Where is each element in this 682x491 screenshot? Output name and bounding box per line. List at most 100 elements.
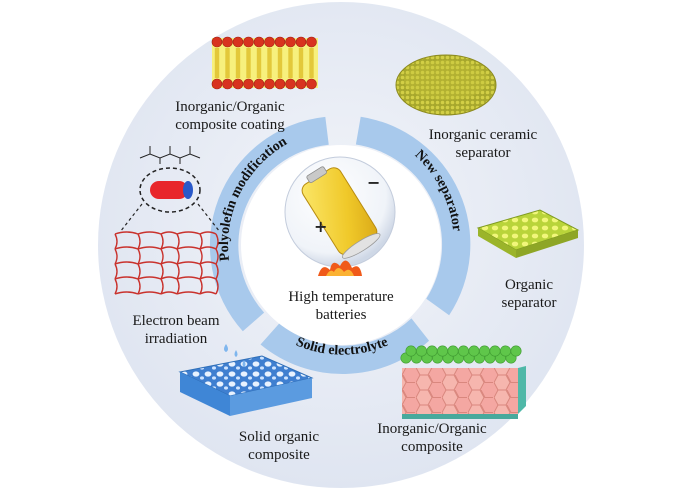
network-link [176,231,201,235]
membrane-head [285,78,296,90]
network-link [114,263,118,280]
membrane-head [264,78,275,90]
network-link [137,263,141,280]
membrane-head [274,78,286,90]
composite-particle [447,345,459,357]
network-link [114,278,118,295]
composite-particle [510,345,522,357]
network-link [160,248,164,265]
network-link [176,263,180,280]
network-link [199,278,203,295]
network-link [114,246,139,250]
label-inorganic-organic-composite: Inorganic/Organic composite [362,420,502,456]
label-electron-beam-line2: irradiation [144,331,208,347]
membrane-head [306,78,317,90]
membrane-head [211,36,223,48]
network-link [176,248,180,265]
center-title: High temperature batteries [270,288,412,324]
flame-icon [318,260,362,276]
network-link [176,233,180,250]
network-link [137,261,162,265]
battery-illustration: − + [284,156,396,276]
center-title-line1: High temperature [288,289,394,305]
network-link [160,231,178,235]
composite-particle [478,345,490,357]
network-link [160,278,164,295]
membrane-head [264,36,275,48]
network-link [137,233,141,250]
network-link [114,261,139,265]
membrane-head [243,36,254,48]
membrane-tail [256,48,262,78]
ring-segment-new-separator [355,116,471,316]
network-link [199,233,203,250]
membrane-tail [277,48,283,78]
membrane-head [243,78,254,90]
network-link [114,233,118,250]
network-link [160,291,178,295]
network-link [137,231,162,235]
label-solid-organic-composite-line2: composite [248,447,310,463]
ring-segment-polyolefin [209,116,329,332]
network-link [199,291,217,295]
network-link [215,263,219,280]
network-link [114,248,118,265]
network-link [176,261,201,265]
ring-segment-solid-electrolyte [260,318,430,375]
coating-membrane-illustration [211,36,318,90]
network-link [114,276,139,280]
label-composite-coating-line2: composite coating [175,117,285,133]
label-electron-beam: Electron beam irradiation [118,312,234,348]
membrane-head [232,36,244,48]
composite-particle [415,345,427,357]
network-link [176,278,180,295]
label-organic-separator-line1: Organic [504,277,554,293]
label-ceramic-separator: Inorganic ceramic separator [408,126,558,162]
network-link [176,246,201,250]
network-link [137,291,162,295]
label-composite-coating-line1: Inorganic/Organic [175,99,285,115]
electron-beam-illustration [114,146,221,295]
network-link [137,278,141,295]
network-link [160,261,178,265]
network-link [114,231,139,235]
composite-particle [489,345,501,357]
network-link [160,246,178,250]
network-link [199,261,217,265]
membrane-head [285,36,296,48]
battery-plus-sign: + [314,217,327,236]
network-link [137,276,162,280]
network-link [215,248,219,265]
label-organic-separator: Organic separator [484,276,574,312]
solid-organic-composite-illustration [178,344,314,416]
composite-particle [499,345,511,357]
organic-separator-illustration [476,209,580,258]
label-ceramic-separator-line2: separator [455,145,511,161]
network-link [160,276,178,280]
network-link [137,246,162,250]
network-link [160,233,164,250]
membrane-tail [235,48,241,78]
network-link [199,246,217,250]
network-link [114,291,139,295]
membrane-head [253,36,265,48]
membrane-head [222,36,233,48]
center-title-line2: batteries [315,307,367,323]
membrane-head [222,78,233,90]
label-organic-separator-line2: separator [501,295,557,311]
network-link [199,276,217,280]
battery-minus-sign: − [367,173,380,192]
composite-particle [457,345,469,357]
membrane-head [211,78,223,90]
membrane-tail [246,48,251,78]
composite-particle [436,345,448,357]
label-electron-beam-line1: Electron beam [132,313,220,329]
membrane-head [306,36,317,48]
membrane-head [274,36,286,48]
ceramic-separator-illustration [395,54,497,116]
network-link [215,233,219,250]
membrane-head [295,78,307,90]
membrane-tail [225,48,230,78]
label-inorganic-organic-composite-line2: composite [401,439,463,455]
